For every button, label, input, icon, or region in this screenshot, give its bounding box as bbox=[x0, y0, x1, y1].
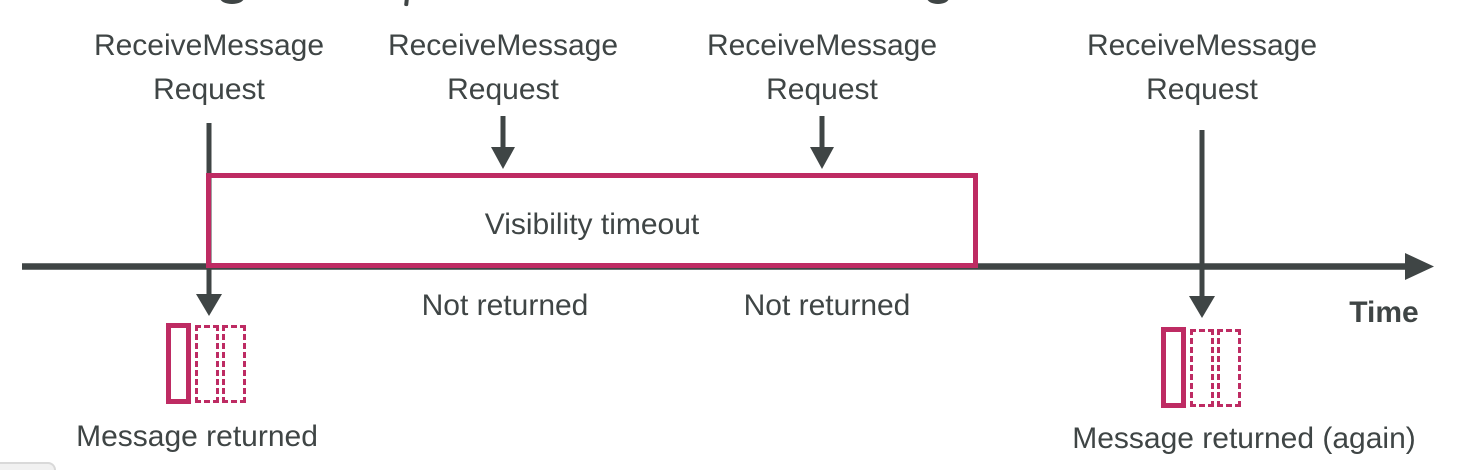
message-solid-rect-icon bbox=[1161, 327, 1186, 408]
message-queue-icon bbox=[166, 323, 247, 406]
request-arrow-2 bbox=[491, 116, 515, 169]
not-returned-label-1: Not returned bbox=[421, 289, 589, 322]
request-arrow-3 bbox=[810, 116, 834, 169]
message-dashed-rect-icon bbox=[222, 325, 246, 403]
message-queue-icon bbox=[1161, 327, 1242, 410]
message-solid-rect-icon bbox=[166, 323, 191, 404]
time-axis-label: Time bbox=[1349, 296, 1419, 329]
receive-message-request-label-3: ReceiveMessage Request bbox=[706, 29, 938, 106]
visibility-timeout-box bbox=[206, 173, 978, 268]
message-returned-caption: Message returned bbox=[76, 420, 318, 453]
visibility-timeout-label: Visibility timeout bbox=[484, 208, 700, 241]
cropped-corner-element bbox=[0, 462, 56, 470]
receive-message-request-label-1: ReceiveMessage Request bbox=[93, 29, 325, 106]
not-returned-label-2: Not returned bbox=[743, 289, 911, 322]
message-returned-again-caption: Message returned (again) bbox=[1072, 422, 1416, 455]
message-dashed-rect-icon bbox=[195, 325, 219, 403]
receive-message-request-label-2: ReceiveMessage Request bbox=[387, 29, 619, 106]
request-arrow-4 bbox=[1189, 130, 1215, 318]
message-dashed-rect-icon bbox=[1217, 329, 1241, 407]
receive-message-request-label-4: ReceiveMessage Request bbox=[1086, 29, 1318, 106]
message-dashed-rect-icon bbox=[1190, 329, 1214, 407]
cropped-title-fragments bbox=[220, 0, 949, 7]
